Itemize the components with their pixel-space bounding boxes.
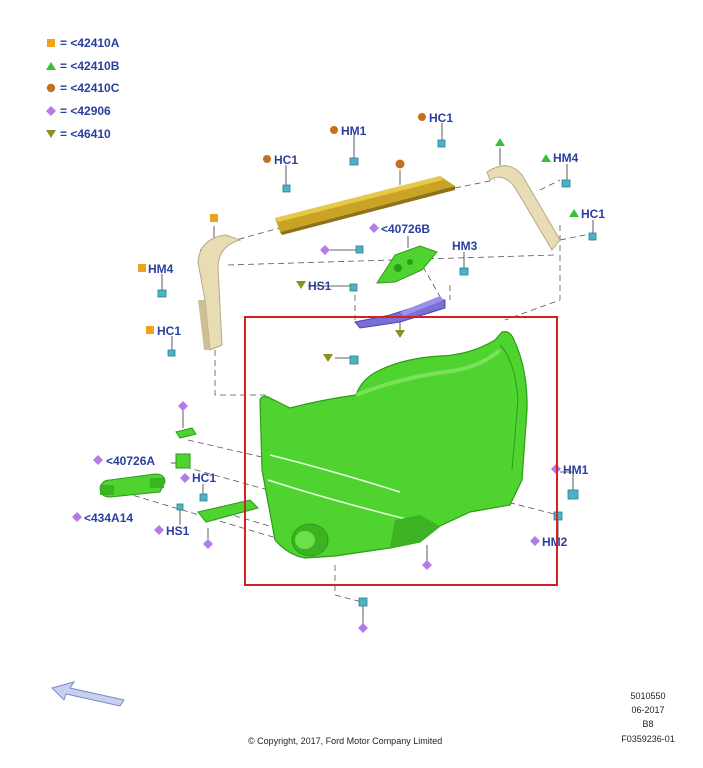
bracket-40726b: [376, 245, 438, 284]
clip-icon: [167, 349, 176, 357]
legend-square-icon: [47, 39, 55, 47]
diagram-code: 5010550: [630, 691, 665, 701]
triangle-down-marker-icon: [395, 330, 405, 338]
square-marker-icon: [210, 214, 218, 222]
callout-label: HS1: [166, 524, 190, 538]
clip-icon: [349, 157, 359, 166]
diamond-marker-icon: [369, 223, 379, 233]
triangle-up-marker-icon: [541, 154, 551, 162]
circle-marker-icon: [330, 126, 338, 134]
clip-icon: [567, 489, 579, 500]
clip-icon: [459, 267, 469, 276]
legend-text: = <42410C: [60, 81, 120, 95]
legend-text: = <42410A: [60, 36, 120, 50]
circle-marker-icon: [395, 159, 405, 169]
callout-label: HC1: [157, 324, 181, 338]
callout-label: HC1: [581, 207, 605, 221]
callout-markers: [72, 113, 579, 633]
callout-label: <40726B: [381, 222, 430, 236]
right-pillar-trim: [486, 165, 561, 251]
clip-icon: [157, 289, 167, 298]
legend-text: = <42906: [60, 104, 111, 118]
triangle-up-marker-icon: [495, 138, 505, 146]
diamond-marker-icon: [203, 539, 213, 549]
circle-marker-icon: [263, 155, 271, 163]
callout-label: HM2: [542, 535, 568, 549]
legend-triangle-down-icon: [46, 130, 56, 138]
diamond-marker-icon: [154, 525, 164, 535]
liftgate-trim-panel: [259, 331, 528, 559]
diamond-marker-icon: [358, 623, 368, 633]
callout-label: HM4: [553, 151, 579, 165]
clip-icon: [349, 283, 358, 292]
triangle-down-marker-icon: [296, 281, 306, 289]
square-marker-icon: [146, 326, 154, 334]
square-marker-icon: [138, 264, 146, 272]
legend-circle-icon: [46, 83, 56, 93]
left-pillar-trim: [197, 234, 242, 351]
clip-icon: [588, 232, 597, 241]
diamond-marker-icon: [180, 473, 190, 483]
callout-label: HM4: [148, 262, 174, 276]
small-green-parts: [175, 427, 259, 523]
triangle-up-marker-icon: [569, 209, 579, 217]
highlight-box: [244, 316, 558, 586]
diagram-revision: B8: [642, 719, 653, 729]
callout-label: HM1: [563, 463, 589, 477]
legend-text: = <46410: [60, 127, 111, 141]
callout-label: HC1: [429, 111, 453, 125]
callout-labels: HC1 HM1 HC1 HM4 HC1 <40726B HM3 HM4 HS1 …: [84, 111, 605, 549]
figure-number: F0359236-01: [621, 734, 675, 744]
circle-marker-icon: [418, 113, 426, 121]
triangle-down-marker-icon: [323, 354, 333, 362]
legend-text: = <42410B: [60, 59, 120, 73]
clip-icon: [358, 597, 368, 607]
diamond-marker-icon: [530, 536, 540, 546]
diagram-date: 06-2017: [631, 705, 664, 715]
diamond-marker-icon: [422, 560, 432, 570]
direction-arrow-icon: [51, 681, 125, 707]
upper-trim-panel: [275, 176, 455, 235]
fastener-clips: [157, 139, 597, 607]
clip-icon: [199, 493, 208, 502]
clip-icon: [349, 355, 359, 365]
clip-icon: [282, 184, 291, 193]
copyright-text: © Copyright, 2017, Ford Motor Company Li…: [248, 736, 442, 746]
callout-label: HC1: [274, 153, 298, 167]
purple-bracket: [354, 296, 446, 329]
callout-label: <434A14: [84, 511, 133, 525]
legend-diamond-icon: [46, 106, 56, 116]
clip-icon: [437, 139, 446, 148]
clip-icon: [561, 179, 571, 188]
callout-label: HM3: [452, 239, 478, 253]
diamond-marker-icon: [93, 455, 103, 465]
diamond-marker-icon: [178, 401, 188, 411]
diamond-marker-icon: [320, 245, 330, 255]
callout-label: HS1: [308, 279, 332, 293]
callout-label: HM1: [341, 124, 367, 138]
callout-label: HC1: [192, 471, 216, 485]
callout-label: <40726A: [106, 454, 155, 468]
grab-handle-434a14: [99, 473, 166, 498]
diamond-marker-icon: [72, 512, 82, 522]
legend: = <42410A = <42410B = <42410C = <42906 =…: [46, 36, 120, 141]
clip-icon: [176, 503, 184, 511]
legend-triangle-up-icon: [46, 62, 56, 70]
clip-icon: [355, 245, 364, 254]
